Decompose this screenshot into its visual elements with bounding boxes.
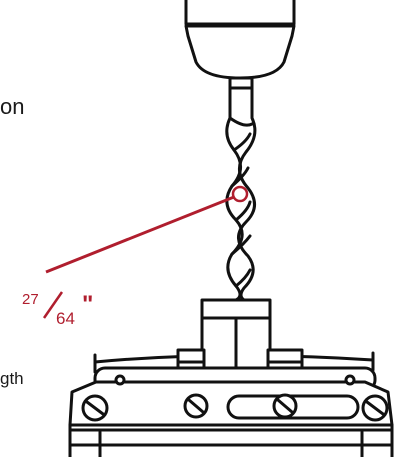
fraction-numerator: 27: [22, 291, 39, 308]
callout-marker: [231, 185, 249, 203]
inch-mark: ": [82, 291, 93, 318]
fraction-denominator: 64: [56, 309, 75, 328]
cropped-text-bottom: gth: [0, 369, 24, 388]
cropped-text-top: on: [0, 94, 25, 119]
drill-chuck-icon: [184, 0, 296, 90]
drill-guide-jig-icon: [68, 298, 394, 457]
fraction-slash: [42, 291, 64, 319]
twist-drill-bit-icon: [225, 86, 257, 302]
drill-size-callout: 27 64 ": [22, 185, 249, 328]
callout-leader-line: [45, 195, 235, 274]
